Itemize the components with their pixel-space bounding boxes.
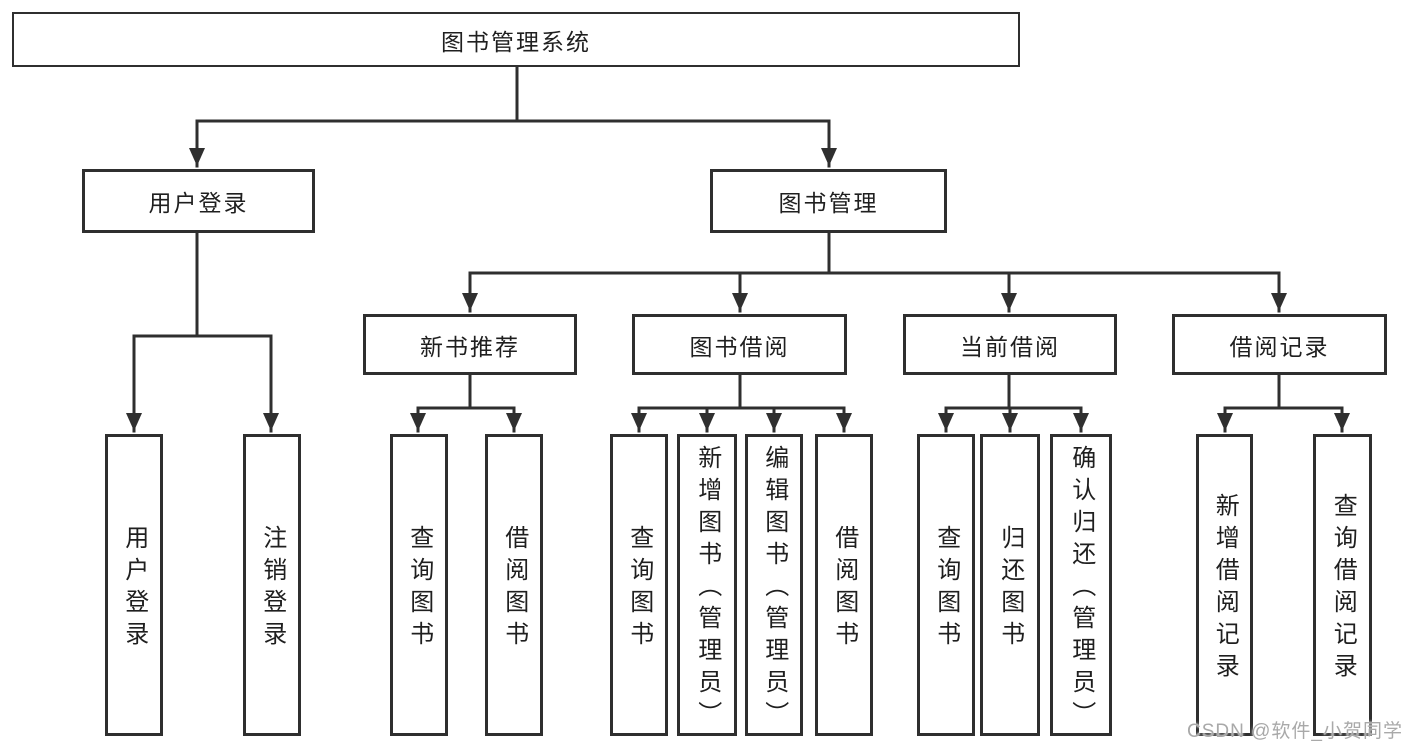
leaf-return-books: 归还图书: [980, 434, 1040, 736]
node-library-system: 图书管理系统: [12, 12, 1020, 67]
node-new-book-recommendation-label: 新书推荐: [420, 333, 520, 360]
leaf-query-borrow-record-label: 查询借阅记录: [1329, 493, 1357, 685]
leaf-recommend-borrow-books: 借阅图书: [485, 434, 543, 736]
node-book-borrowing: 图书借阅: [632, 314, 847, 375]
node-current-borrowing-label: 当前借阅: [960, 333, 1060, 360]
node-new-book-recommendation: 新书推荐: [363, 314, 577, 375]
node-borrowing-records-label: 借阅记录: [1229, 333, 1330, 360]
node-current-borrowing: 当前借阅: [903, 314, 1117, 375]
leaf-edit-book-admin-label: 编辑图书（管理员）: [760, 445, 788, 733]
node-user-login: 用户登录: [82, 169, 315, 233]
node-book-borrowing-label: 图书借阅: [689, 333, 790, 360]
leaf-add-borrow-record-label: 新增借阅记录: [1211, 493, 1239, 685]
leaf-add-book-admin-label: 新增图书（管理员）: [693, 445, 721, 733]
leaf-borrowing-query-books-label: 查询图书: [625, 525, 653, 653]
leaf-logout: 注销登录: [243, 434, 301, 736]
leaf-user-login: 用户登录: [105, 434, 163, 736]
leaf-add-book-admin: 新增图书（管理员）: [677, 434, 737, 736]
leaf-recommend-query-books-label: 查询图书: [405, 525, 433, 653]
leaf-return-books-label: 归还图书: [996, 525, 1024, 653]
node-book-management: 图书管理: [710, 169, 947, 233]
csdn-watermark: CSDN @软件_小贺同学: [1187, 721, 1403, 742]
leaf-borrowing-borrow-books-label: 借阅图书: [830, 525, 858, 653]
node-library-system-label: 图书管理系统: [441, 28, 591, 55]
node-book-management-label: 图书管理: [778, 190, 879, 216]
node-user-login-label: 用户登录: [148, 190, 249, 216]
leaf-current-query-books-label: 查询图书: [932, 525, 960, 653]
leaf-borrowing-query-books: 查询图书: [610, 434, 668, 736]
leaf-query-borrow-record: 查询借阅记录: [1313, 434, 1372, 736]
node-borrowing-records: 借阅记录: [1172, 314, 1387, 375]
leaf-confirm-return-admin-label: 确认归还（管理员）: [1067, 445, 1095, 733]
leaf-logout-label: 注销登录: [258, 525, 286, 653]
leaf-recommend-borrow-books-label: 借阅图书: [500, 525, 528, 653]
leaf-user-login-label: 用户登录: [120, 525, 148, 653]
leaf-add-borrow-record: 新增借阅记录: [1196, 434, 1253, 736]
leaf-borrowing-borrow-books: 借阅图书: [815, 434, 873, 736]
leaf-confirm-return-admin: 确认归还（管理员）: [1050, 434, 1112, 736]
leaf-current-query-books: 查询图书: [917, 434, 975, 736]
leaf-recommend-query-books: 查询图书: [390, 434, 448, 736]
leaf-edit-book-admin: 编辑图书（管理员）: [745, 434, 803, 736]
